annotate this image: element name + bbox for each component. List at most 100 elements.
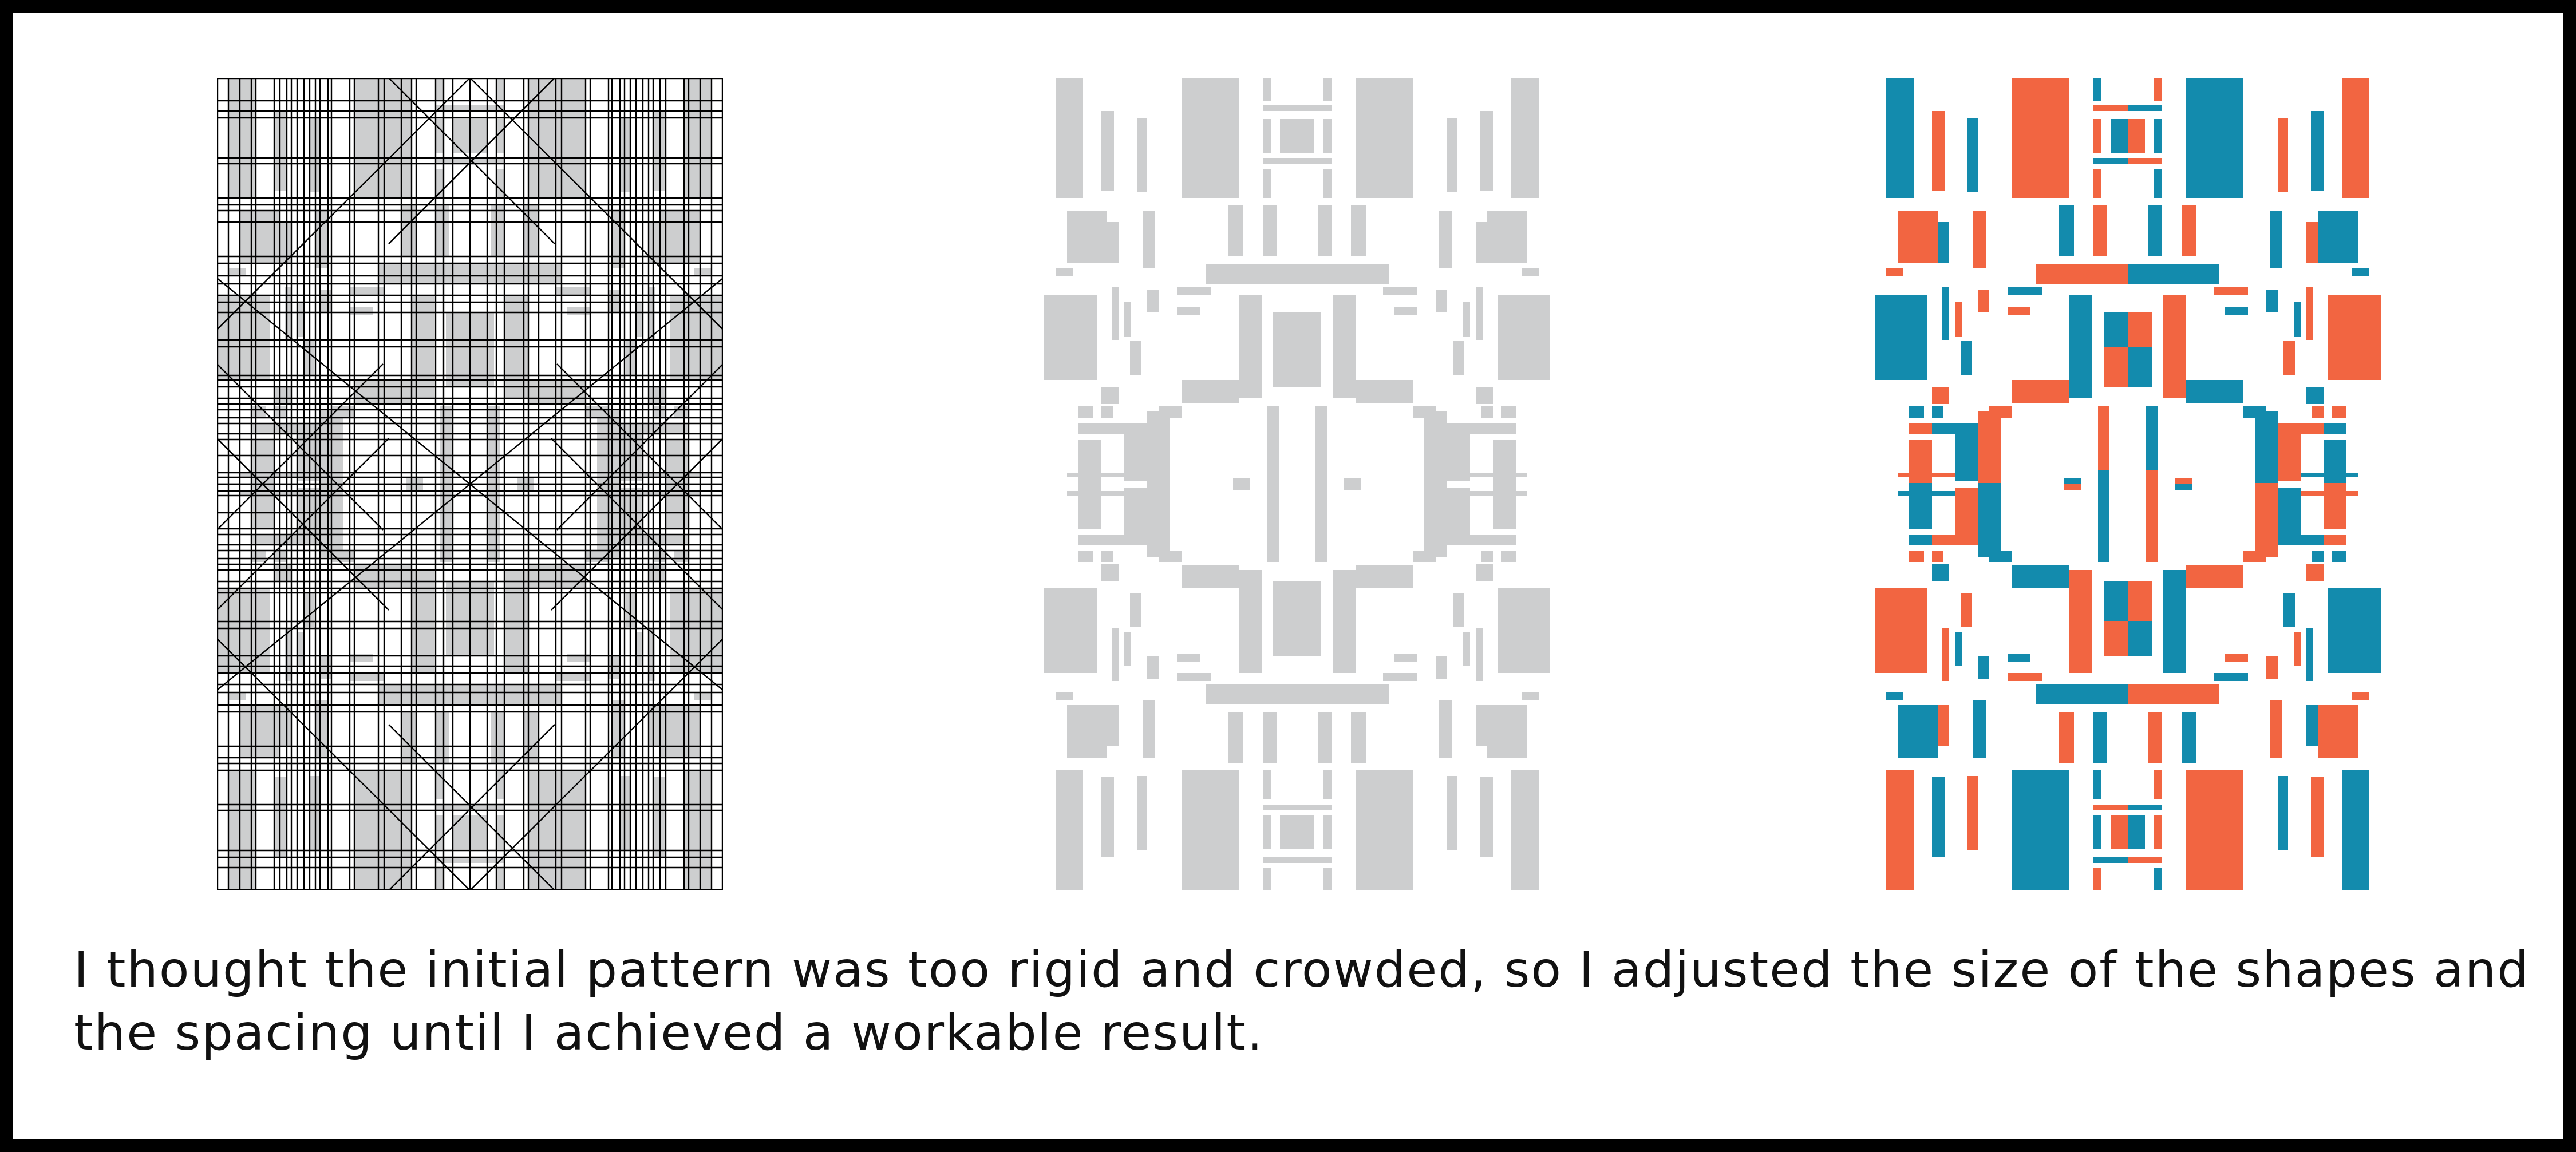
orange-block — [2182, 205, 2196, 256]
gray-block — [1297, 581, 1321, 621]
gray-block — [649, 222, 660, 263]
teal-block — [2093, 712, 2107, 763]
orange-block — [1973, 211, 1986, 268]
color-pattern-svg — [1875, 78, 2381, 890]
gray-block — [1394, 307, 1417, 315]
gray-block — [1487, 211, 1527, 263]
orange-block — [1932, 551, 1943, 562]
gray-block — [612, 700, 625, 758]
teal-block — [2093, 770, 2101, 799]
gray-block — [1333, 570, 1356, 673]
gray-block — [1280, 119, 1297, 153]
orange-block — [2175, 478, 2192, 484]
gray-block — [228, 268, 246, 276]
orange-block — [2328, 295, 2381, 380]
gray-block — [666, 423, 689, 434]
grid-diagonal — [217, 278, 471, 485]
orange-block — [1898, 211, 1938, 263]
orange-block — [2324, 535, 2346, 545]
gray-block — [436, 78, 444, 101]
gray-block — [660, 705, 700, 758]
gray-block — [1522, 692, 1539, 700]
teal-block — [1886, 692, 1903, 700]
orange-block — [2104, 621, 2128, 656]
teal-block — [1942, 287, 1949, 340]
teal-block — [2278, 488, 2301, 545]
gray-block — [1297, 684, 1389, 704]
teal-block — [2328, 588, 2381, 673]
teal-block — [2093, 815, 2101, 849]
orange-block — [2332, 406, 2346, 418]
orange-block — [2318, 705, 2358, 758]
gray-block — [670, 588, 723, 673]
gray-block — [1318, 712, 1332, 763]
orange-block — [2111, 815, 2128, 849]
gray-block — [1177, 654, 1200, 662]
orange-block — [2093, 169, 2101, 198]
gray-block — [660, 211, 700, 263]
gray-block — [378, 264, 470, 284]
gray-block — [1273, 312, 1297, 347]
gray-block — [1101, 406, 1113, 418]
gray-block — [251, 535, 274, 545]
gray-block — [1323, 169, 1332, 198]
teal-block — [2008, 287, 2042, 295]
gray-block — [1493, 483, 1516, 529]
orange-block — [2306, 564, 2324, 581]
teal-block — [2148, 205, 2162, 256]
gray-block — [496, 119, 504, 153]
teal-block — [2283, 593, 2295, 627]
gray-block — [350, 673, 384, 681]
gray-block — [1101, 387, 1119, 404]
orange-block — [1978, 290, 1989, 312]
gray-block — [1177, 673, 1211, 681]
teal-block — [2324, 440, 2346, 485]
gray-block — [1498, 295, 1550, 380]
gray-block — [1453, 593, 1464, 627]
gray-block — [609, 656, 620, 679]
teal-block — [2352, 268, 2369, 276]
gray-block — [1112, 628, 1119, 681]
gray-block — [1470, 423, 1493, 434]
gray-block — [436, 868, 444, 890]
orange-block — [1886, 268, 1903, 276]
gray-block — [297, 423, 320, 481]
gray-block — [1143, 700, 1155, 758]
gray-block — [1487, 705, 1527, 758]
gray-block — [1112, 287, 1119, 340]
gray-block — [1263, 158, 1297, 164]
teal-block — [2111, 119, 2128, 153]
gray-block — [251, 423, 274, 434]
orange-block — [2093, 105, 2128, 111]
teal-block — [1886, 78, 1914, 198]
gray-block — [1447, 776, 1457, 850]
gray-block — [1263, 712, 1277, 763]
gray-block — [354, 770, 412, 890]
gray-block — [1101, 551, 1113, 562]
orange-block — [2128, 684, 2219, 704]
gray-block — [567, 307, 590, 315]
gray-block — [297, 632, 304, 666]
teal-block — [2012, 565, 2069, 588]
gray-block — [1493, 535, 1516, 545]
gray-block — [1124, 488, 1147, 545]
gray-block — [1147, 290, 1159, 312]
gray-block — [524, 205, 539, 256]
teal-block — [2175, 484, 2192, 490]
gray-block — [1263, 805, 1297, 810]
gray-block — [556, 287, 590, 295]
teal-block — [2186, 78, 2243, 198]
teal-block — [2036, 684, 2128, 704]
gray-block — [1323, 815, 1332, 849]
gray-block — [517, 484, 534, 490]
gray-block — [1480, 777, 1493, 857]
teal-block — [2301, 473, 2358, 477]
orange-block — [1932, 387, 1949, 404]
teal-block — [2225, 307, 2248, 315]
gray-block — [470, 264, 562, 284]
gray-block — [1263, 868, 1271, 890]
gray-block — [446, 581, 470, 621]
teal-block — [2059, 205, 2074, 256]
gray-block — [1056, 770, 1083, 890]
teal-block — [2278, 776, 2288, 850]
